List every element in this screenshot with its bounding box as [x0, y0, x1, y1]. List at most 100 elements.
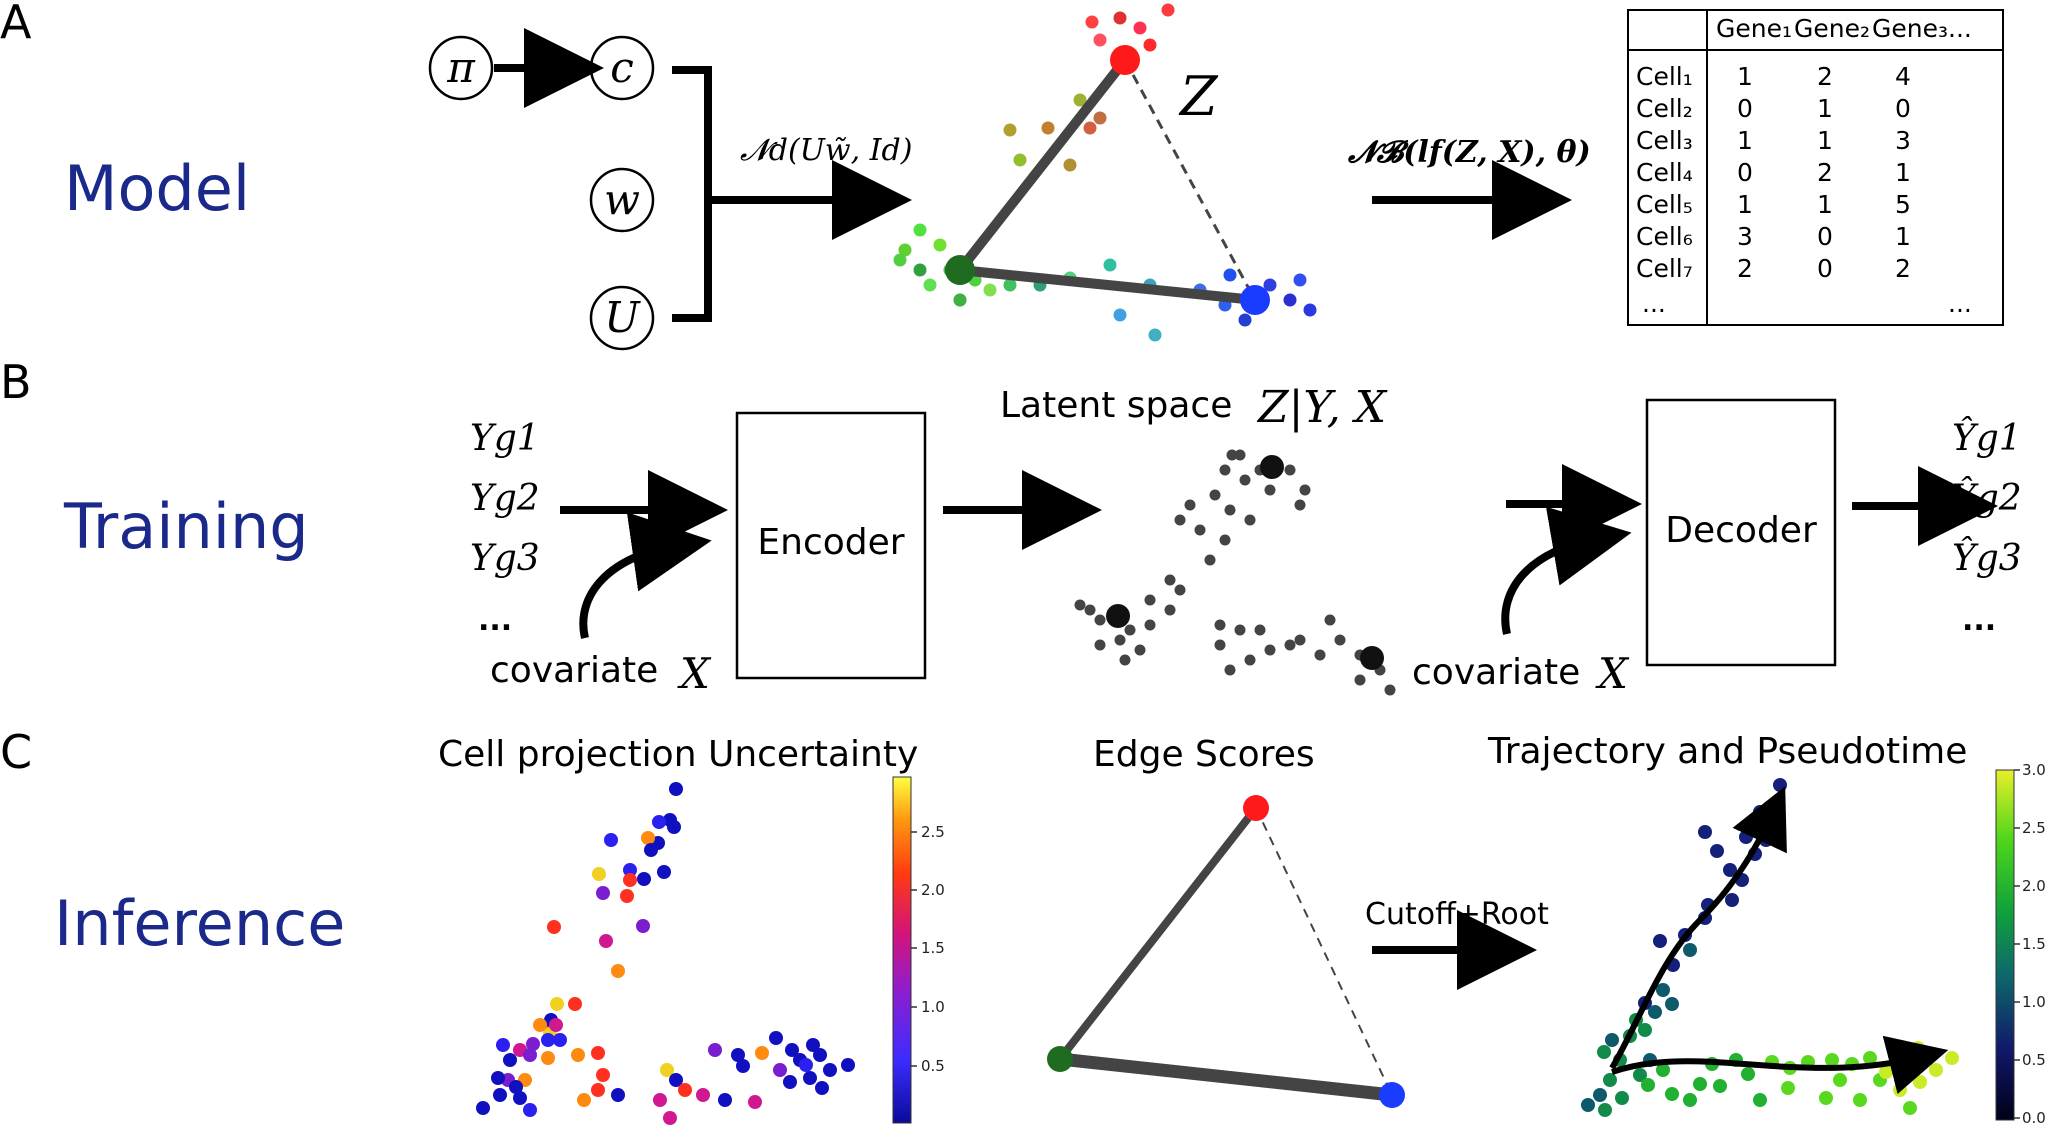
table-cell: 0 [1817, 254, 1833, 283]
table-cell: 1 [1737, 190, 1753, 219]
latent-point [1063, 158, 1077, 172]
uncertainty-colorbar [892, 776, 912, 1124]
encoder-label: Encoder [757, 522, 904, 563]
latent-point [893, 253, 907, 267]
uncertainty-point [553, 1033, 567, 1047]
pseudotime-point [1598, 1103, 1612, 1117]
uncertainty-point [599, 934, 613, 948]
table-row-label: Cell₁ [1636, 62, 1693, 91]
pseudotime-point [1713, 1079, 1727, 1093]
edge-milestone-red [1243, 795, 1269, 821]
milestone-red [1110, 45, 1140, 75]
milestone-blue [1240, 285, 1270, 315]
latent-point [1161, 3, 1175, 17]
table-row-label: Cell₆ [1636, 222, 1693, 251]
pseudotime-point [1893, 1083, 1907, 1097]
table-cell: 1 [1817, 126, 1833, 155]
latent-space-title: Latent space [1000, 385, 1232, 426]
table-row-label: Cell₃ [1636, 126, 1693, 155]
edge-milestone-blue [1379, 1082, 1405, 1108]
panel-letter-b: B [0, 355, 32, 409]
pseudotime-point [1710, 844, 1724, 858]
pseudotime-point [1739, 830, 1753, 844]
uncertainty-point [611, 964, 625, 978]
output-yg3: Ŷg3 [1952, 537, 2022, 579]
uncertainty-point [803, 1071, 817, 1085]
table-header-gene2: Gene₂ [1794, 14, 1870, 43]
latent-point [1294, 499, 1306, 511]
latent-point [898, 243, 912, 257]
colorbar-tick-label: 0.5 [921, 1057, 945, 1075]
latent-point [1263, 278, 1277, 292]
latent-point [1013, 153, 1027, 167]
colorbar-tick-label: 3.0 [2022, 761, 2046, 779]
uncertainty-point [496, 1038, 510, 1052]
uncertainty-point [667, 820, 681, 834]
input-ellipsis: ... [478, 603, 512, 638]
table-cell: 1 [1737, 126, 1753, 155]
table-cell: 1 [1817, 94, 1833, 123]
section-label-inference: Inference [54, 887, 345, 960]
uncertainty-point [611, 1088, 625, 1102]
pseudotime-point [1641, 1078, 1655, 1092]
uncertainty-point [731, 1048, 745, 1062]
latent-point [1114, 634, 1126, 646]
uncertainty-point [657, 865, 671, 879]
pseudotime-point [1863, 1051, 1877, 1065]
trajectory-curve-lower [1611, 1035, 1949, 1094]
latent-point [1334, 634, 1346, 646]
table-row-label: Cell₄ [1636, 158, 1693, 187]
edge-green-blue [959, 265, 1256, 305]
latent-point [1264, 484, 1276, 496]
uncertainty-point [577, 1093, 591, 1107]
latent-point [1134, 644, 1146, 656]
colorbar-tick-label: 1.5 [921, 939, 945, 957]
latent-point [1254, 624, 1266, 636]
latent-point [1226, 449, 1238, 461]
uncertainty-point [669, 782, 683, 796]
pseudotime-point [1903, 1101, 1917, 1115]
formula-count: 𝓝𝓑(lf(Z, X), θ) [1347, 135, 1591, 170]
uncertainty-point [592, 867, 606, 881]
uncertainty-point [596, 886, 610, 900]
uncertainty-point [591, 1046, 605, 1060]
latent-point [1244, 654, 1256, 666]
uncertainty-point [755, 1046, 769, 1060]
pseudotime-point [1819, 1091, 1833, 1105]
pseudotime-point [1893, 1065, 1907, 1079]
section-label-model: Model [64, 152, 250, 225]
colorbar-tick-label: 0.5 [2022, 1051, 2046, 1069]
latent-point [1094, 614, 1106, 626]
latent-point [1284, 464, 1296, 476]
panel-letter-c: C [0, 725, 32, 779]
arrow-covariate-to-decoder [1501, 506, 1632, 635]
latent-point [1143, 38, 1157, 52]
latent-point [1084, 604, 1096, 616]
table-cell: 1 [1817, 190, 1833, 219]
input-yg3: Yg3 [470, 538, 540, 579]
pseudotime-point [1773, 778, 1787, 792]
section-label-training: Training [63, 490, 309, 563]
pseudotime-point [1615, 1091, 1629, 1105]
latent-point [1294, 634, 1306, 646]
latent-point [1264, 644, 1276, 656]
latent-space-formula: Z|Y, X [1256, 382, 1388, 433]
uncertainty-point [604, 833, 618, 847]
latent-point [1303, 303, 1317, 317]
colorbar-tick-label: 1.0 [2022, 993, 2046, 1011]
uncertainty-point [526, 1037, 540, 1051]
uncertainty-point [652, 815, 666, 829]
table-cell: 1 [1895, 222, 1911, 251]
uncertainty-point [541, 1033, 555, 1047]
edge-scores-title: Edge Scores [1093, 734, 1315, 775]
uncertainty-point [491, 1071, 505, 1085]
pseudotime-point [1603, 1073, 1617, 1087]
uncertainty-point [736, 1059, 750, 1073]
latent-point [1299, 484, 1311, 496]
latent-milestone [1106, 604, 1130, 628]
covariate-right-symbol: X [1595, 649, 1630, 698]
uncertainty-point [669, 1073, 683, 1087]
latent-point [1103, 258, 1117, 272]
table-cell: 0 [1737, 94, 1753, 123]
